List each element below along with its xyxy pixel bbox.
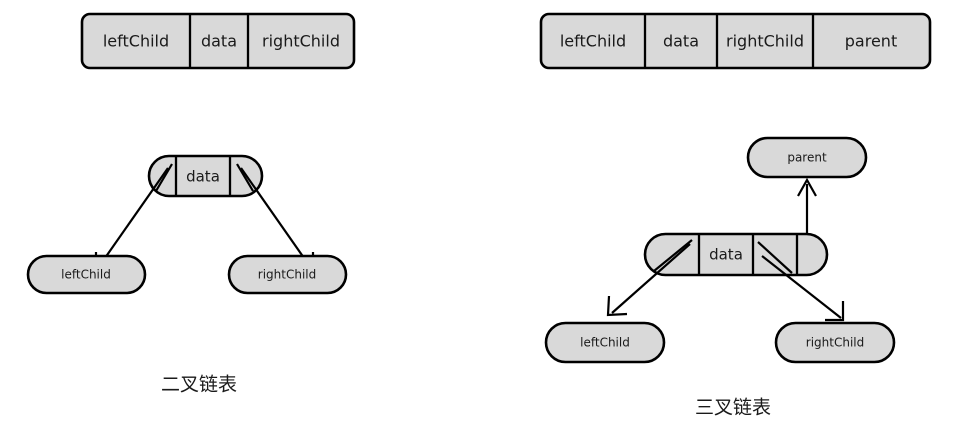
leftchild-label-2: leftChild [580,336,630,350]
struct2-field-leftchild: leftChild [560,32,626,51]
rightchild-label-2: rightChild [806,336,864,350]
struct-field-rightchild: rightChild [262,32,340,51]
left-pointer-slash-icon-2 [653,239,693,272]
root-node-data-label: data [186,168,220,186]
rightchild-capsule-2 [774,321,896,364]
trinary-parent-node: parent [746,136,868,179]
root2-node-data-label: data [709,246,743,264]
struct-table-outline [80,12,356,70]
trinary-node-struct-table: leftChild data rightChild parent [539,12,932,70]
rightchild-capsule [227,254,348,295]
binary-root-node: data [147,154,264,198]
binary-rightchild-node: rightChild [227,254,348,295]
struct-field-data: data [201,32,237,51]
right-pointer-slash-icon [236,163,254,192]
right-caption: 三叉链表 [695,397,771,419]
root-node-capsule [147,154,264,198]
left-link-line-2 [611,243,691,314]
left-panel: leftChild data rightChild data leftChild [26,12,356,396]
parent-link-arrowhead [797,177,817,197]
trinary-root-node: data [643,232,829,277]
right-panel: leftChild data rightChild parent parent … [539,12,932,419]
right-link-arrowhead-2 [825,301,845,322]
left-pointer-slash-icon [155,163,173,192]
right-link-line-2 [761,255,842,319]
pointer-slash-marks [155,163,793,274]
left-link-line [97,167,169,269]
struct-field-leftchild: leftChild [103,32,169,51]
parent-label: parent [787,151,827,165]
right-pointer-slash-icon-2 [757,241,793,274]
trinary-left-link [606,243,691,317]
struct2-field-rightchild: rightChild [726,32,804,51]
trinary-rightchild-node: rightChild [774,321,896,364]
leftchild-capsule-2 [544,321,666,364]
leftchild-label: leftChild [61,268,111,282]
trinary-leftchild-node: leftChild [544,321,666,364]
struct2-field-parent: parent [845,32,897,51]
binary-node-struct-table: leftChild data rightChild [80,12,356,70]
struct-table-outline-2 [539,12,932,70]
left-link-arrowhead-2 [606,295,628,317]
struct2-field-data: data [663,32,699,51]
right-link-line [240,167,312,269]
leftchild-capsule [26,254,147,295]
rightchild-label: rightChild [258,268,316,282]
left-caption: 二叉链表 [161,374,237,396]
binary-leftchild-node: leftChild [26,254,147,295]
trinary-right-link [761,255,845,322]
parent-capsule [746,136,868,179]
